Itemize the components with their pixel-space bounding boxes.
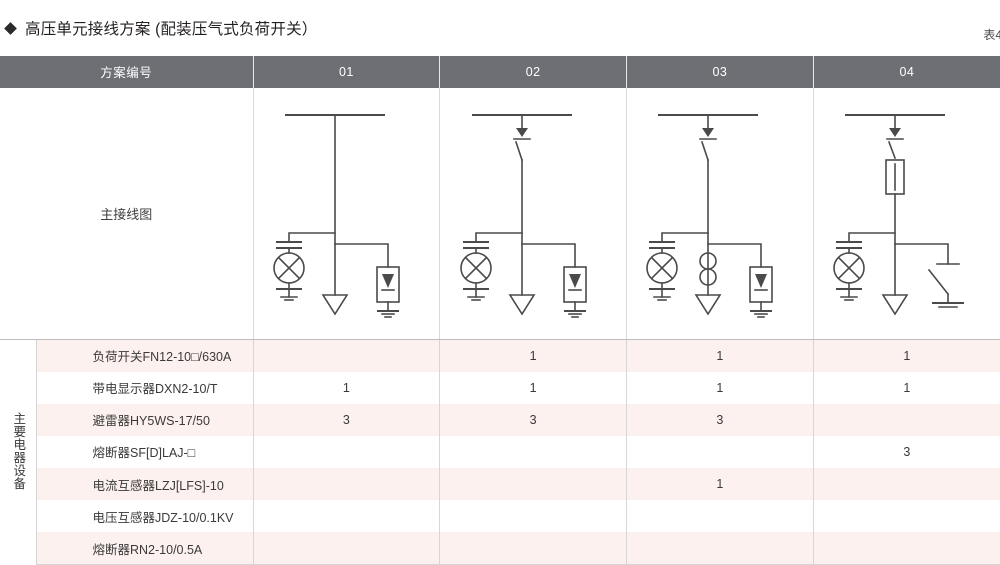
equipment-qty-03 [626, 500, 814, 533]
equipment-qty-01 [253, 435, 441, 469]
equipment-qty-04 [813, 500, 1000, 533]
equipment-qty-02 [439, 532, 628, 565]
table-header-row: 方案编号 01 02 03 04 [0, 56, 1000, 88]
arrester-branch [520, 243, 576, 269]
indicator-x-2 [464, 257, 487, 280]
arrester-branch [707, 243, 763, 269]
table-row: 避雷器HY5WS-17/50 3 3 3 [0, 403, 1000, 436]
load-switch-blade [514, 141, 523, 162]
cable-terminal-arrow [321, 294, 349, 316]
load-switch-contact [889, 128, 902, 138]
equipment-qty-01 [253, 339, 441, 372]
equipment-qty-03: 1 [626, 339, 814, 372]
equipment-name: 带电显示器DXN2-10/T [36, 371, 254, 404]
equipment-qty-01: 3 [253, 403, 441, 436]
indicator-x-2 [277, 257, 301, 280]
equipment-name: 负荷开关FN12-10□/630A [36, 339, 254, 372]
equipment-qty-01 [253, 532, 441, 565]
indicator-branch [661, 232, 710, 244]
equipment-name: 电流互感器LZJ[LFS]-10 [36, 468, 254, 501]
table-row: 电流互感器LZJ[LFS]-10 1 [0, 468, 1000, 501]
table-row: 熔断器SF[D]LAJ-□ 3 [0, 435, 1000, 469]
load-switch-blade [701, 141, 710, 162]
equipment-qty-03: 3 [626, 403, 814, 436]
table-row: 主要电器设备 负荷开关FN12-10□/630A 1 1 1 [0, 339, 1000, 565]
cable-terminal-arrow [694, 294, 722, 316]
table-reference-label: 表4 [983, 28, 1000, 42]
arrester-triangle [755, 274, 768, 289]
equipment-qty-02 [439, 435, 628, 469]
single-line-diagram-04 [813, 87, 1000, 341]
header-scheme-01: 01 [253, 56, 441, 88]
equipment-qty-03 [626, 532, 814, 565]
equipment-group-text: 主要电器设备 [11, 411, 26, 490]
table-row: 电压互感器JDZ-10/0.1KV [0, 500, 1000, 533]
equipment-qty-01 [253, 468, 441, 501]
load-switch-contact [702, 128, 715, 138]
equipment-qty-03: 1 [626, 468, 814, 501]
diamond-bullet-icon [4, 21, 17, 35]
equipment-qty-02 [439, 468, 628, 501]
equipment-qty-02: 1 [439, 339, 628, 372]
arrester-triangle [568, 274, 581, 289]
equipment-qty-04: 1 [813, 339, 1000, 372]
equipment-qty-04: 3 [813, 435, 1000, 469]
equipment-qty-04 [813, 532, 1000, 565]
header-scheme-02: 02 [439, 56, 628, 88]
equipment-qty-03: 1 [626, 371, 814, 404]
equipment-qty-02 [439, 500, 628, 533]
header-scheme-04: 04 [813, 56, 1000, 88]
arrester-triangle [381, 274, 394, 289]
indicator-branch [848, 232, 897, 244]
indicator-x-2 [838, 257, 861, 280]
page-title-text: 高压单元接线方案 (配装压气式负荷开关） [25, 21, 318, 38]
page-title: 高压单元接线方案 (配装压气式负荷开关） 表4 [0, 0, 1000, 56]
load-switch-blade [888, 141, 897, 160]
equipment-qty-04 [813, 468, 1000, 501]
equipment-qty-01: 1 [253, 371, 441, 404]
diagram-row: 主接线图 [0, 87, 1000, 341]
table-row: 熔断器RN2-10/0.5A [0, 532, 1000, 565]
indicator-x-2 [651, 257, 674, 280]
equipment-qty-02: 1 [439, 371, 628, 404]
arrester-branch [334, 243, 389, 269]
equipment-group-label: 主要电器设备 [0, 339, 37, 565]
single-line-diagram-02 [439, 87, 628, 341]
scheme-table: 方案编号 01 02 03 04 主接线图 [0, 56, 1000, 565]
header-scheme-03: 03 [626, 56, 814, 88]
header-scheme-number-label: 方案编号 [0, 56, 254, 88]
cable-terminal-arrow [508, 294, 536, 316]
table-row: 带电显示器DXN2-10/T 1 1 1 1 [0, 371, 1000, 404]
indicator-branch [288, 232, 336, 244]
equipment-qty-02: 3 [439, 403, 628, 436]
equipment-qty-04 [813, 403, 1000, 436]
load-switch-contact [515, 128, 528, 138]
indicator-branch [474, 232, 523, 244]
earthing-switch-blade [928, 269, 950, 296]
equipment-name: 避雷器HY5WS-17/50 [36, 403, 254, 436]
equipment-qty-03 [626, 435, 814, 469]
equipment-qty-04: 1 [813, 371, 1000, 404]
equipment-name: 熔断器SF[D]LAJ-□ [36, 435, 254, 469]
equipment-name: 电压互感器JDZ-10/0.1KV [36, 500, 254, 533]
earthing-branch [894, 243, 950, 266]
equipment-qty-01 [253, 500, 441, 533]
cable-terminal-arrow [881, 294, 909, 316]
current-transformer-coil-2 [699, 268, 718, 287]
single-line-diagram-03 [626, 87, 814, 341]
single-line-diagram-01 [253, 87, 441, 341]
equipment-name: 熔断器RN2-10/0.5A [36, 532, 254, 565]
diagram-row-label: 主接线图 [0, 87, 254, 341]
